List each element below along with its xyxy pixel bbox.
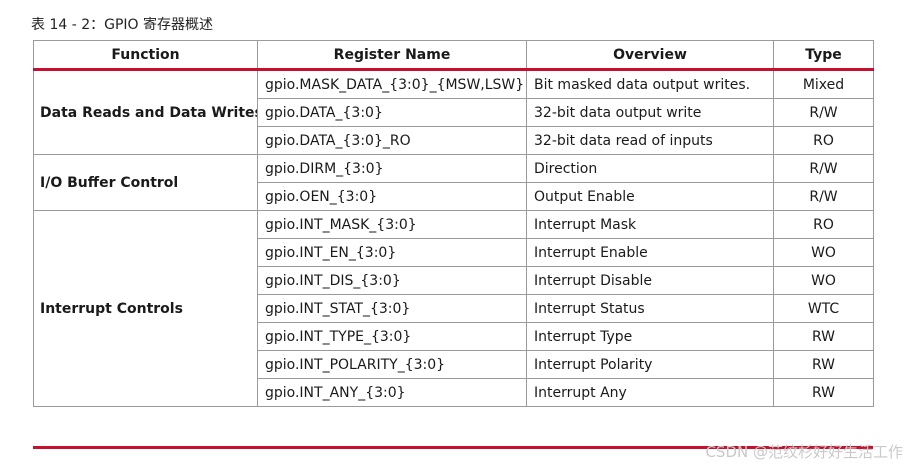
register-name-cell: gpio.INT_MASK_{3:0}: [257, 210, 527, 239]
overview-cell: Interrupt Mask: [526, 210, 774, 239]
register-name-cell: gpio.INT_DIS_{3:0}: [257, 266, 527, 295]
header-row: Function Register Name Overview Type: [33, 40, 874, 71]
register-name-cell: gpio.OEN_{3:0}: [257, 182, 527, 211]
overview-cell: Bit masked data output writes.: [526, 69, 774, 99]
type-cell: WO: [773, 238, 874, 267]
header-function: Function: [33, 40, 258, 71]
register-name-cell: gpio.INT_EN_{3:0}: [257, 238, 527, 267]
overview-cell: Interrupt Polarity: [526, 350, 774, 379]
type-cell: WTC: [773, 294, 874, 323]
type-cell: RW: [773, 378, 874, 407]
function-cell: Interrupt Controls: [33, 210, 258, 407]
header-overview: Overview: [526, 40, 774, 71]
type-cell: RW: [773, 350, 874, 379]
overview-cell: 32-bit data output write: [526, 98, 774, 127]
type-cell: R/W: [773, 98, 874, 127]
register-name-cell: gpio.INT_ANY_{3:0}: [257, 378, 527, 407]
function-cell: Data Reads and Data Writes: [33, 69, 258, 155]
overview-cell: Interrupt Disable: [526, 266, 774, 295]
register-name-cell: gpio.INT_POLARITY_{3:0}: [257, 350, 527, 379]
function-cell: I/O Buffer Control: [33, 154, 258, 211]
register-name-cell: gpio.DATA_{3:0}_RO: [257, 126, 527, 155]
type-cell: R/W: [773, 154, 874, 183]
overview-cell: Interrupt Any: [526, 378, 774, 407]
overview-cell: 32-bit data read of inputs: [526, 126, 774, 155]
overview-cell: Interrupt Enable: [526, 238, 774, 267]
overview-cell: Direction: [526, 154, 774, 183]
overview-cell: Interrupt Status: [526, 294, 774, 323]
header-type: Type: [773, 40, 874, 71]
header-register-name: Register Name: [257, 40, 527, 71]
type-cell: RO: [773, 210, 874, 239]
watermark: CSDN @范纹杉好好生活工作: [705, 443, 903, 461]
register-name-cell: gpio.MASK_DATA_{3:0}_{MSW,LSW}: [257, 69, 527, 99]
type-cell: RO: [773, 126, 874, 155]
table-caption: 表 14 - 2：GPIO 寄存器概述: [31, 17, 214, 33]
footer-rule: [33, 446, 873, 449]
overview-cell: Output Enable: [526, 182, 774, 211]
type-cell: RW: [773, 322, 874, 351]
table-row: gpio.INT_POLARITY_{3:0}Interrupt Polarit…: [34, 350, 874, 379]
register-name-cell: gpio.INT_TYPE_{3:0}: [257, 322, 527, 351]
register-name-cell: gpio.DIRM_{3:0}: [257, 154, 527, 183]
gpio-register-table: Function Register Name Overview Type Dat…: [33, 40, 874, 407]
register-name-cell: gpio.INT_STAT_{3:0}: [257, 294, 527, 323]
type-cell: Mixed: [773, 69, 874, 99]
register-name-cell: gpio.DATA_{3:0}: [257, 98, 527, 127]
type-cell: WO: [773, 266, 874, 295]
overview-cell: Interrupt Type: [526, 322, 774, 351]
type-cell: R/W: [773, 182, 874, 211]
